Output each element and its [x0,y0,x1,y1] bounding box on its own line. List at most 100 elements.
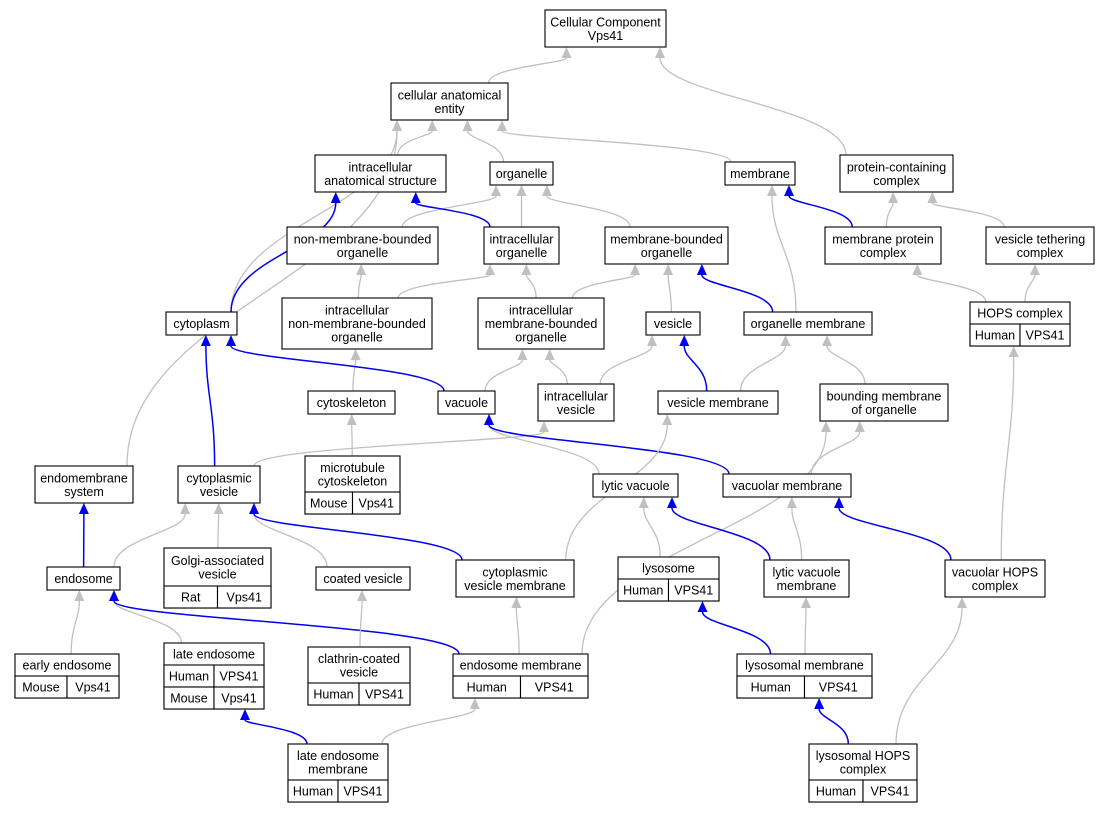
node-label-line: membrane-bounded [485,317,598,331]
node-box [645,311,701,336]
arrowhead [814,698,825,709]
edge-line [205,345,216,467]
edge-endosome-membrane-to-bounding-membrane-of-organelle [581,421,831,655]
node-label-line: membrane protein [832,232,933,246]
edge-lytic-vacuole-to-vacuole [484,414,600,475]
edge-line [1000,356,1015,561]
node-label-line: system [64,485,104,499]
node-label-line: endosome [54,572,112,586]
arrowhead [662,414,673,425]
node-label-line: organelle membrane [751,317,866,331]
node-box [315,566,411,591]
node-organelle-membrane: organelle membrane [743,311,873,336]
arrowhead [638,497,649,508]
cell-fill [351,491,401,515]
edge-late-endosome-membrane-to-endosome-membrane [381,698,480,745]
node-label-line: bounding membrane [827,389,942,403]
arrowhead [696,264,707,275]
node-label-line: endomembrane [40,471,128,485]
node-label-line: complex [860,246,907,260]
arrowhead [392,120,402,131]
node-vacuolar-membrane: vacuolar membrane [722,473,852,498]
edge-lysosome-to-lytic-vacuole [638,497,661,558]
node-lytic-vacuole: lytic vacuole [592,473,679,498]
node-cytoskeleton: cytoskeleton [307,390,396,415]
cell-fill [667,578,720,602]
edge-intracellular-membrane-bounded-organelle-to-membrane-bounded-organelle [571,264,641,299]
node-box [985,226,1095,265]
arrowhead [679,335,690,346]
edge-line [581,431,827,655]
arrowhead [697,601,708,612]
edge-line [113,600,460,655]
node-box [390,82,509,121]
node-box [307,390,396,415]
edge-line [1024,274,1036,303]
edge-line [818,708,850,745]
cell-label: Human [169,670,209,684]
edge-intracellular-vesicle-to-vesicle [599,335,657,385]
cell-label: VPS41 [871,785,910,799]
node-label-line: vacuole [445,396,488,410]
node-label-line: vesicle [557,403,595,417]
arrowhead [249,503,259,514]
organism-cell: Human [969,323,1021,347]
node-label-line: vesicle [198,567,236,581]
edge-lysosomal-membrane-to-lytic-vacuole-membrane [801,597,811,655]
edge-line [515,607,520,655]
cell-label: Human [623,584,663,598]
arrowhead [485,264,495,275]
node-label-line: entity [435,102,466,116]
edge-line [466,130,505,163]
edge-intracellular-organelle-to-intracellular-anatomical-structure [410,192,491,228]
node-box [489,161,554,186]
node-label-line: vesicle membrane [667,396,768,410]
node-box [477,297,605,350]
node-organelle: organelle [489,161,554,186]
arrowhead [350,349,361,360]
arrowhead [346,414,357,425]
node-label-line: early endosome [23,659,112,673]
node-box [483,226,560,265]
edge-line [659,57,847,156]
cell-fill [862,779,918,803]
edge-line [804,607,807,655]
edge-line [667,274,673,313]
arrowhead [511,597,522,608]
edge-line [501,130,732,163]
arrowhead [517,349,528,360]
arrowhead [1008,346,1019,357]
gene-cell: VPS41 [803,675,873,699]
gene-cell: VPS41 [213,664,265,688]
arrowhead [767,185,777,196]
arrowhead [226,335,236,346]
arrowhead [927,192,938,203]
edge-cytoplasmic-vesicle-to-intracellular-vesicle [253,421,549,467]
node-box [34,465,134,504]
edge-cellular-anatomical-entity-to-cellular-component [487,47,572,84]
edge-non-membrane-bounded-organelle-to-organelle [401,185,501,228]
node-box [824,226,942,265]
edge-line [230,345,445,392]
edge-line [739,345,787,392]
node-label-line: Golgi-associated [171,554,264,568]
node-label-line: vesicle tethering [995,232,1085,246]
cell-label: Rat [181,591,201,605]
arrowhead [647,335,657,346]
cell-label: VPS41 [365,688,404,702]
cell-label: VPS41 [1026,329,1065,343]
node-label-line: membrane [777,579,837,593]
node-label-line: Vps41 [588,29,623,43]
node-label-line: organelle [641,246,692,260]
node-label-line: anatomical structure [324,174,437,188]
edge-bounding-membrane-of-organelle-to-organelle-membrane [822,335,866,385]
